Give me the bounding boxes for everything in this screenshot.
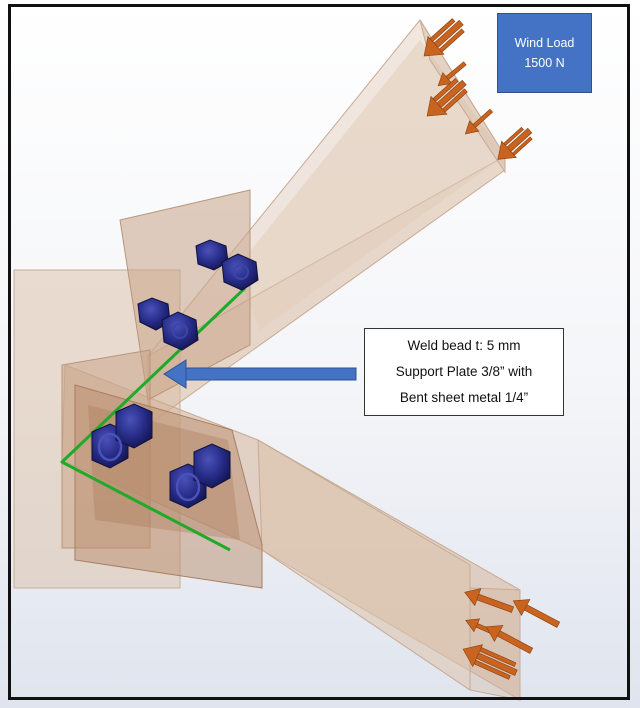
- annotation-line-sheet: Bent sheet metal 1/4”: [399, 390, 529, 405]
- bolt-upper-right: [137, 297, 199, 351]
- wind-load-label: Wind Load 1500 N: [497, 13, 592, 93]
- load-arrows-bottom: [462, 588, 561, 680]
- load-arrow-icon: [464, 588, 514, 613]
- load-arrow-icon: [512, 599, 561, 628]
- load-arrow-icon: [485, 625, 534, 654]
- load-arrow-icon: [437, 61, 467, 87]
- load-arrows-top: [423, 18, 533, 160]
- bolt-upper-left: [195, 239, 259, 291]
- load-arrow-icon: [464, 108, 494, 135]
- callout-arrow: [163, 359, 357, 389]
- load-arrow-icon: [462, 644, 518, 680]
- wind-load-title: Wind Load: [514, 36, 575, 50]
- weld-annotation-box: Weld bead t: 5 mm Support Plate 3/8” wit…: [364, 328, 564, 416]
- bolt-lower-left: [91, 403, 153, 469]
- wind-load-value: 1500 N: [524, 56, 565, 70]
- load-arrow-icon: [426, 78, 468, 117]
- annotation-line-weld: Weld bead t: 5 mm: [407, 338, 521, 353]
- annotation-line-plate: Support Plate 3/8” with: [395, 364, 533, 379]
- load-arrow-icon: [497, 126, 533, 160]
- bolt-lower-right: [169, 443, 231, 509]
- load-arrow-icon: [423, 18, 465, 57]
